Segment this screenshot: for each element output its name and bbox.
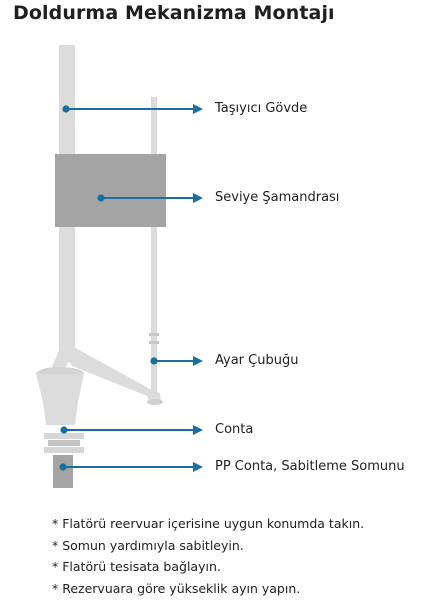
arm-foot: [147, 399, 163, 405]
label-adjustment-rod: Ayar Çubuğu: [215, 353, 299, 368]
arrow-carrier-body: [62, 104, 203, 114]
threaded-stem: [53, 455, 73, 488]
label-nut: PP Conta, Sabitleme Somunu: [215, 459, 405, 474]
nut-plate: [44, 447, 84, 453]
arrow-level-float: [97, 193, 203, 203]
connecting-arm: [62, 346, 161, 404]
label-seal: Conta: [215, 422, 254, 437]
seal-ring: [48, 440, 80, 446]
diagram-title: Doldurma Mekanizma Montajı: [13, 2, 335, 24]
valve-head: [36, 374, 84, 425]
level-float: [55, 154, 166, 227]
label-carrier-body: Taşıyıcı Gövde: [215, 101, 308, 116]
seal-washer: [44, 433, 84, 439]
arrow-adjustment-rod: [150, 356, 203, 366]
arrow-seal: [60, 425, 203, 435]
adjustment-rod: [151, 97, 157, 400]
label-level-float: Seviye Şamandrası: [215, 190, 340, 205]
rod-notch: [149, 333, 159, 336]
instruction-item: * Flatörü reervuar içerisine uygun konum…: [52, 516, 365, 531]
instruction-list: * Flatörü reervuar içerisine uygun konum…: [52, 513, 364, 599]
instruction-item: * Somun yardımıyla sabitleyin.: [52, 537, 244, 553]
instruction-item: * Flatörü tesisata bağlayın.: [52, 559, 221, 574]
rod-notch: [149, 341, 159, 344]
arrow-nut: [59, 462, 203, 472]
instruction-item: * Rezervuara göre yükseklik ayın yapın.: [52, 580, 301, 596]
